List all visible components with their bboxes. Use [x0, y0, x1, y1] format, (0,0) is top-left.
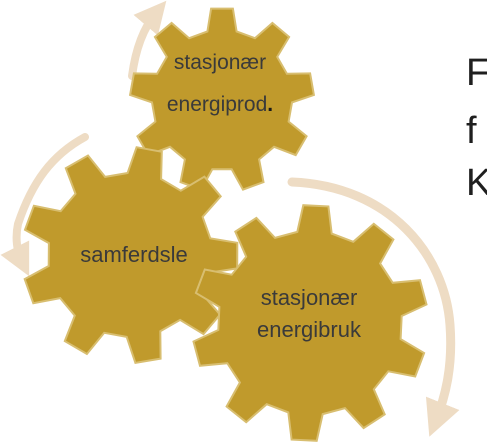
gear-big [192, 204, 428, 442]
gear-big-label-line2: energibruk [257, 317, 361, 342]
side-text-line2: f [466, 110, 477, 152]
side-text-line1: F [466, 52, 487, 94]
gear-top-label: stasjonær energiprod. [150, 42, 290, 126]
gear-left-label: samferdsle [80, 242, 188, 267]
gear-left [23, 146, 239, 365]
gear-top-label-suffix: . [267, 93, 274, 116]
gear-top-label-line1: stasjonær [173, 51, 267, 74]
arrow-right [287, 177, 460, 437]
gear-top [128, 7, 316, 191]
gear-top-label-line2: energiprod. [150, 84, 290, 126]
arrow-left [0, 133, 89, 277]
gear-big-label-line1: stasjonær [260, 285, 358, 310]
arrow-top [128, 0, 167, 80]
gear-top-label-line2-text: energiprod [166, 93, 268, 116]
gear-big-label: stasjonær energibruk [224, 282, 394, 346]
side-text-line3: K [466, 162, 487, 204]
